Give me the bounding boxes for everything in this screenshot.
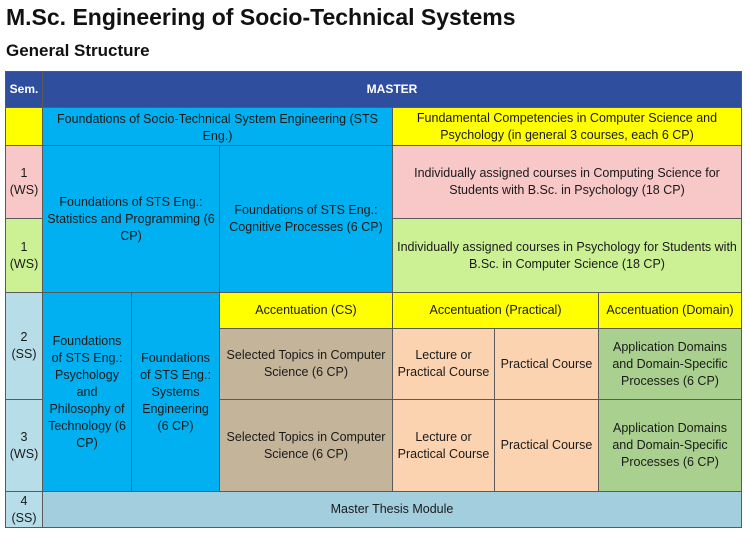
cognitive-processes-cell: Foundations of STS Eng.: Cognitive Proce… <box>219 145 393 293</box>
semester-label: 1 (WS) <box>5 145 43 219</box>
practical-course-cell: Practical Course <box>494 328 599 400</box>
semester-label: 1 (WS) <box>5 218 43 293</box>
cs-courses-cell: Individually assigned courses in Computi… <box>392 145 742 219</box>
semester-label: 3 (WS) <box>5 399 43 492</box>
stats-programming-cell: Foundations of STS Eng.: Statistics and … <box>42 145 220 293</box>
selected-topics-cell: Selected Topics in Computer Science (6 C… <box>219 328 393 400</box>
lecture-practical-cell: Lecture or Practical Course <box>392 399 495 492</box>
accentuation-cs-header: Accentuation (CS) <box>219 292 393 329</box>
competencies-header: Fundamental Competencies in Computer Sci… <box>392 107 742 146</box>
lecture-practical-cell: Lecture or Practical Course <box>392 328 495 400</box>
psychology-philosophy-cell: Foundations of STS Eng.: Psychology and … <box>42 292 132 492</box>
sts-foundations-header: Foundations of Socio-Technical System En… <box>42 107 393 146</box>
practical-course-cell: Practical Course <box>494 399 599 492</box>
psych-courses-cell: Individually assigned courses in Psychol… <box>392 218 742 293</box>
sem-cell-empty <box>5 107 43 146</box>
accentuation-practical-header: Accentuation (Practical) <box>392 292 599 329</box>
application-domains-cell: Application Domains and Domain-Specific … <box>598 399 742 492</box>
master-header: MASTER <box>42 71 742 108</box>
accentuation-domain-header: Accentuation (Domain) <box>598 292 742 329</box>
master-thesis-cell: Master Thesis Module <box>42 491 742 528</box>
systems-engineering-cell: Foundations of STS Eng.: Systems Enginee… <box>131 292 220 492</box>
semester-label: 4 (SS) <box>5 491 43 528</box>
page-title: M.Sc. Engineering of Socio-Technical Sys… <box>6 4 516 30</box>
selected-topics-cell: Selected Topics in Computer Science (6 C… <box>219 399 393 492</box>
semester-label: 2 (SS) <box>5 292 43 400</box>
page-subtitle: General Structure <box>6 41 150 60</box>
application-domains-cell: Application Domains and Domain-Specific … <box>598 328 742 400</box>
sem-header: Sem. <box>5 71 43 108</box>
